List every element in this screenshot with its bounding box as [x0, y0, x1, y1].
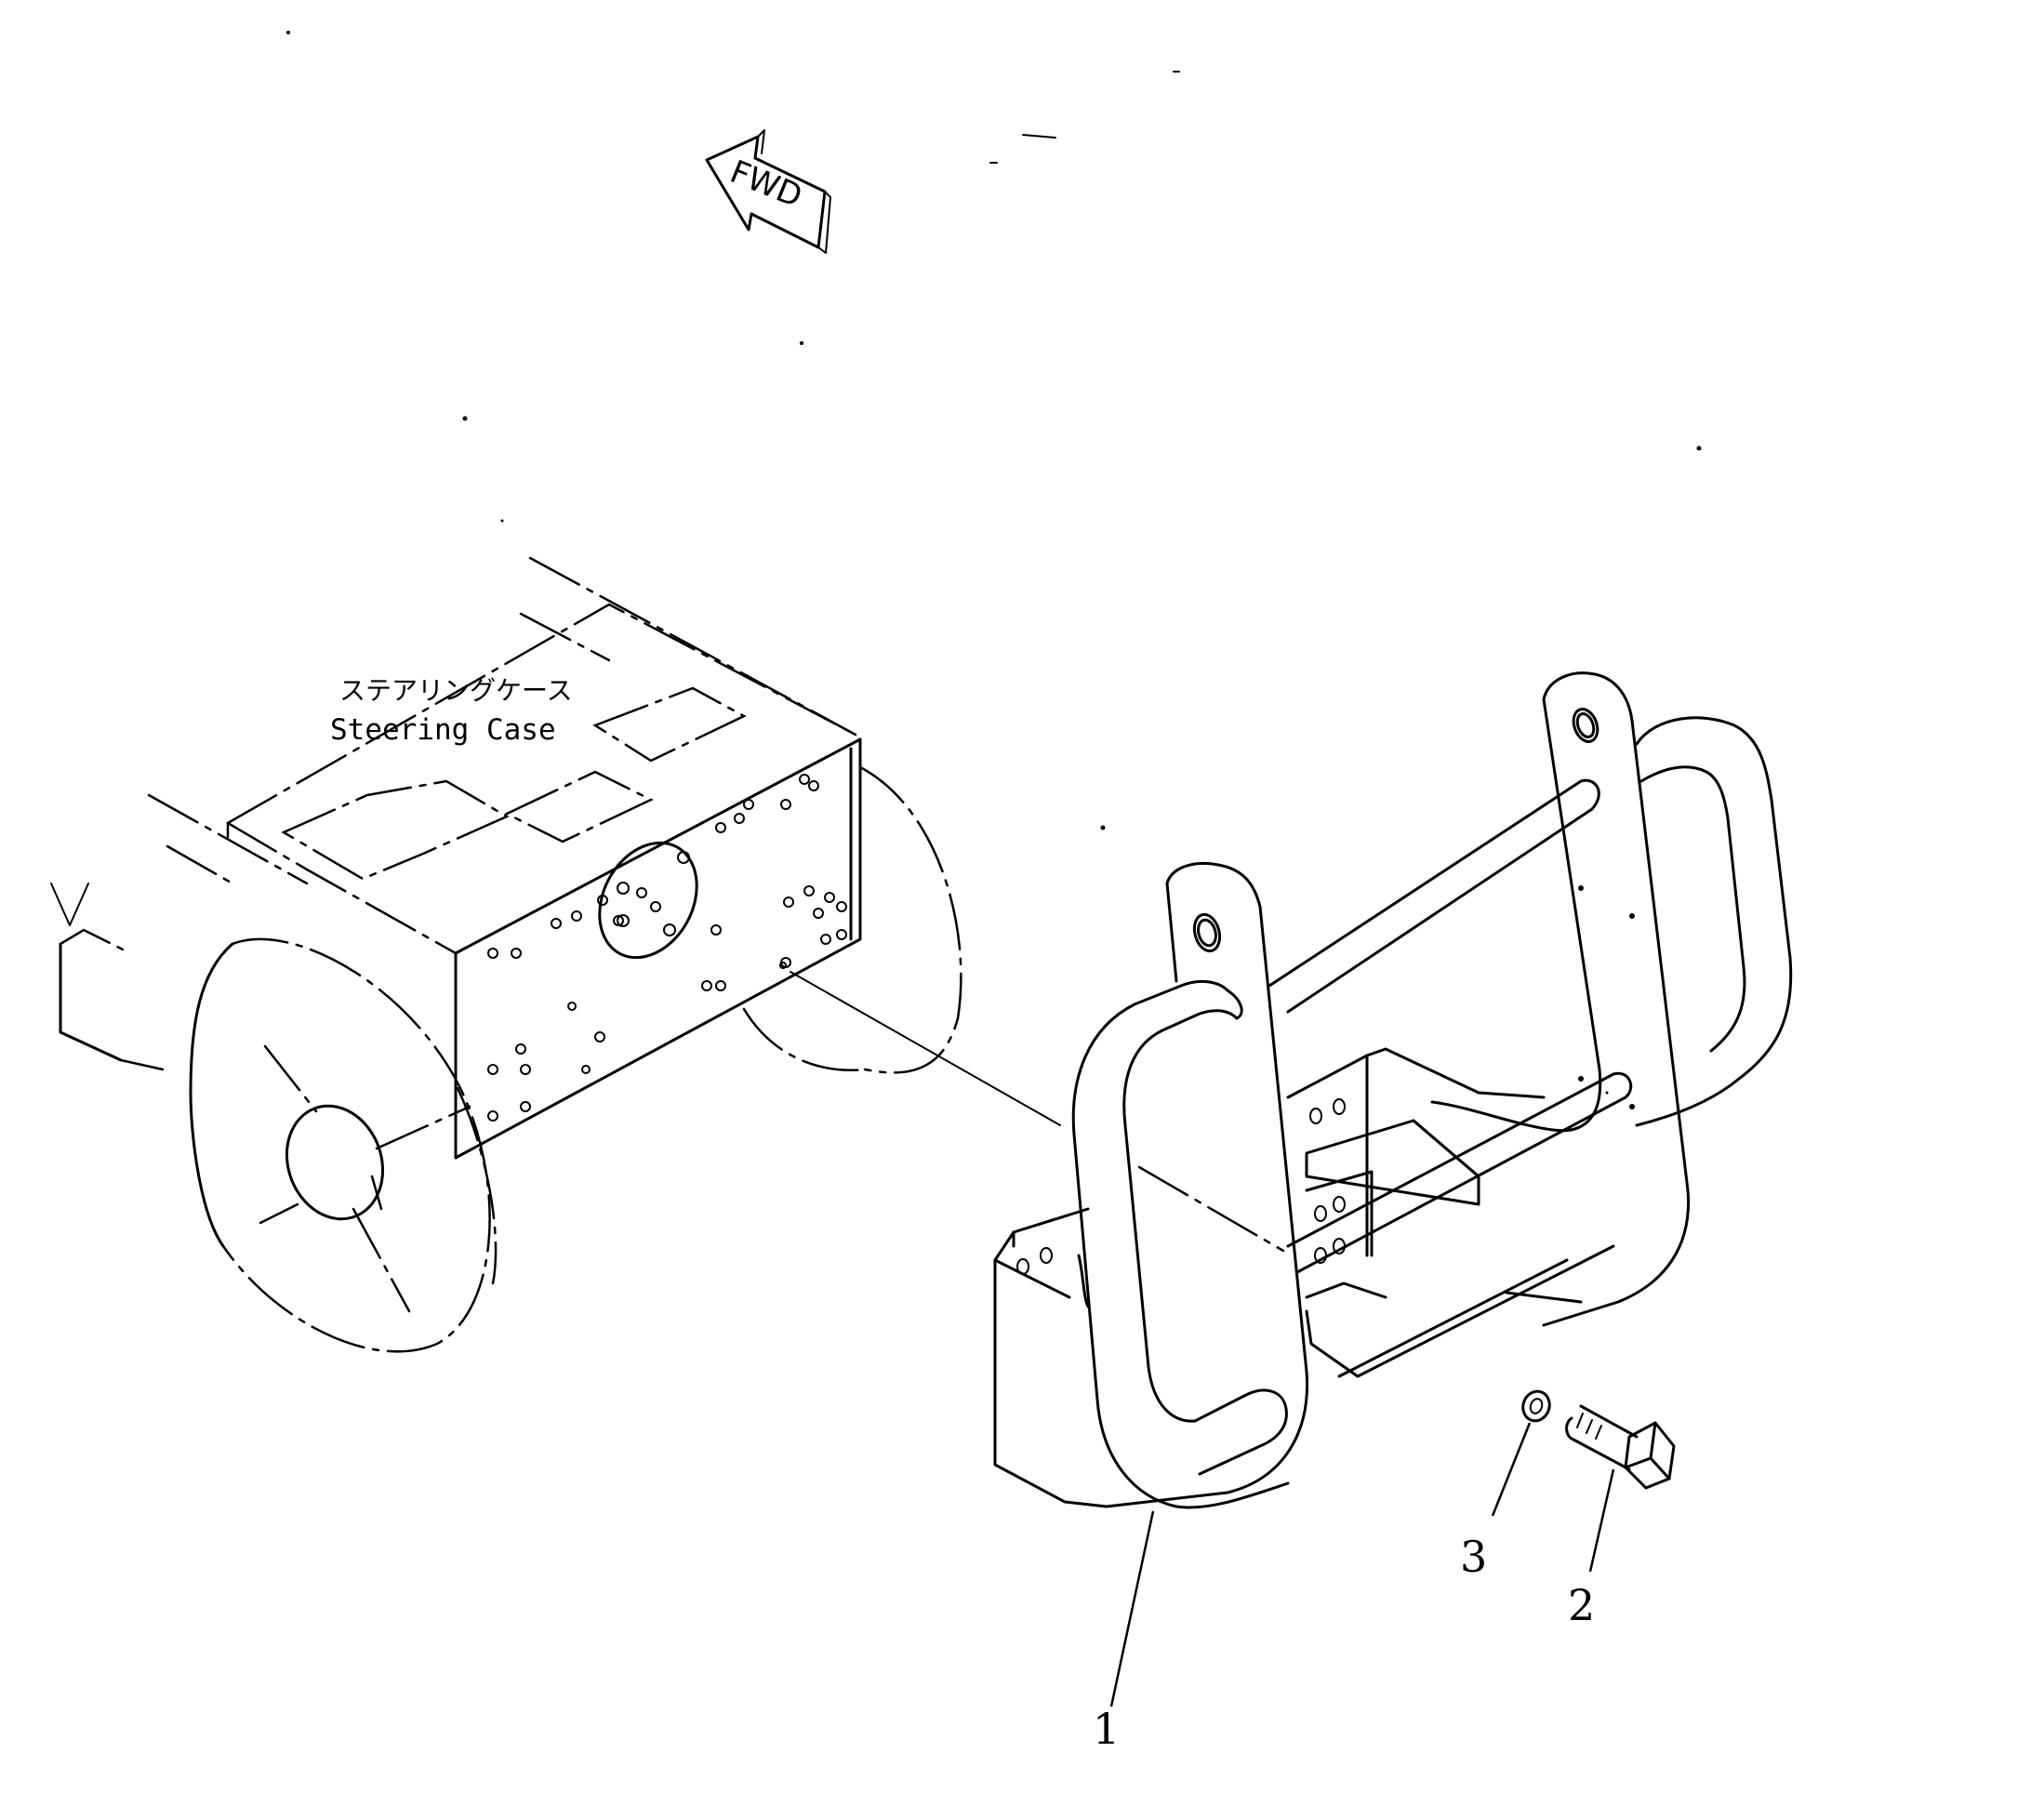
fwd-arrow: FWD: [705, 129, 831, 254]
callout-part-1: 1: [1093, 1510, 1155, 1754]
mounting-holes: [487, 774, 847, 1122]
alignment-line-upper: [790, 971, 1061, 1126]
callout-number-2: 2: [1568, 1580, 1595, 1630]
steering-case-label: ステアリングケース Steering Case: [330, 675, 573, 747]
scan-specks: [286, 31, 1702, 830]
callout-number-1: 1: [1093, 1704, 1120, 1754]
steering-case-label-en: Steering Case: [330, 713, 556, 747]
callout-part-2: 2: [1568, 1468, 1615, 1630]
washer: [1521, 1389, 1551, 1423]
callout-number-3: 3: [1460, 1532, 1487, 1582]
steering-case-label-jp: ステアリングケース: [339, 675, 573, 706]
bolt: [1565, 1404, 1676, 1490]
alignment-line-lower: [1137, 1165, 1285, 1253]
steering-case-phantom: [50, 556, 962, 1353]
callout-part-3: 3: [1460, 1422, 1532, 1582]
guard-assembly: [993, 671, 1793, 1509]
